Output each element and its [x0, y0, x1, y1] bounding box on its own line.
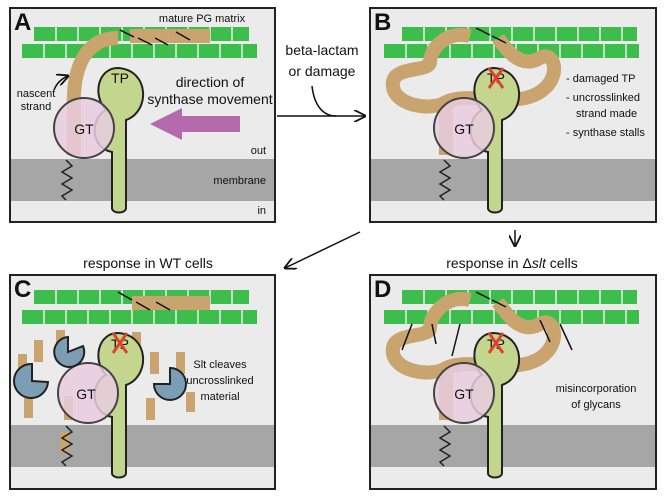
panel-a-gt-label: GT: [74, 121, 94, 137]
panel-b-lipid-anchor: [438, 159, 452, 201]
x-icon: [487, 67, 505, 89]
panel-c-gt-domain: [57, 362, 119, 424]
panel-d-note-1: misincorporation: [556, 383, 637, 395]
panel-b-membrane: [371, 159, 655, 201]
panel-d-lipid-anchor: [438, 425, 452, 467]
panel-a: A mature PG matrix nascent strand direct…: [9, 7, 276, 223]
nascent-label-line-2: strand: [21, 101, 52, 113]
panel-c-title: response in WT cells: [83, 255, 213, 271]
panel-a-gt-domain: [53, 97, 115, 159]
panel-b-note-1: - damaged TP: [566, 73, 636, 85]
panel-d-title: response in Δslt cells: [446, 255, 578, 271]
panel-b: B TP GT - damaged TP - uncrosslinked str…: [369, 7, 657, 223]
nascent-label-line-1: nascent: [17, 88, 56, 100]
panel-b-gt-domain: [433, 97, 495, 159]
panel-d-membrane: [371, 425, 655, 467]
panel-d: response in Δslt cells: [369, 255, 657, 490]
panel-a-membrane: [11, 159, 274, 201]
panel-d-gt-label: GT: [454, 386, 474, 402]
panel-a-tp-stalk: [93, 66, 144, 214]
panel-c-strand-top: [132, 296, 210, 310]
panel-b-letter: B: [374, 9, 391, 36]
panel-c-crosslinks: [117, 291, 171, 311]
panel-d-letter: D: [374, 276, 391, 303]
out-label: out: [251, 145, 266, 157]
panel-a-lipid-anchor: [60, 159, 74, 201]
beta-lactam-label: beta-lactam: [285, 42, 358, 58]
slt-enzyme-3: [152, 366, 187, 401]
panel-c-letter: C: [14, 276, 31, 303]
slt-enzyme-2: [13, 362, 50, 399]
panel-c-gt-label: GT: [76, 386, 96, 402]
pg-matrix-label: mature PG matrix: [159, 13, 246, 25]
panel-d-gt-domain: [433, 362, 495, 424]
panel-c-membrane: [11, 425, 274, 467]
in-label: in: [257, 205, 266, 217]
arrow-to-c: [285, 231, 361, 268]
damage-label: or damage: [289, 63, 356, 79]
x-icon: [487, 332, 505, 354]
panel-b-note-4: - synthase stalls: [566, 127, 645, 139]
panel-c-note-2: uncrosslinked: [186, 375, 253, 387]
slt-enzyme-1: [53, 335, 86, 368]
panel-d-note-2: of glycans: [571, 399, 621, 411]
panel-b-note-2: - uncrosslinked: [566, 92, 640, 104]
panel-a-direction-arrow: [150, 108, 240, 140]
transition-arrows: beta-lactam or damage: [277, 42, 515, 268]
slt-enzyme-icons: [13, 335, 187, 401]
panel-b-note-3: strand made: [576, 108, 637, 120]
panel-c-note-1: Slt cleaves: [193, 359, 247, 371]
panel-a-strand-top: [130, 29, 210, 43]
transition-hook: [311, 85, 337, 117]
direction-label-line-2: synthase movement: [147, 91, 272, 107]
panel-d-misincorporation-links: [401, 291, 573, 357]
panel-b-crosslinks: [475, 27, 507, 44]
membrane-label: membrane: [213, 175, 266, 187]
panel-b-gt-label: GT: [454, 121, 474, 137]
panel-c-note-3: material: [200, 391, 239, 403]
panel-c-lipid-anchor: [60, 425, 74, 467]
panel-a-nascent-pointer: [53, 76, 68, 91]
panel-a-letter: A: [14, 9, 31, 36]
x-icon: [111, 332, 129, 354]
direction-label-line-1: direction of: [176, 74, 245, 90]
panel-a-tp-label: TP: [111, 70, 129, 86]
panel-a-crosslinks: [119, 29, 191, 46]
panel-c: response in WT cells: [9, 255, 276, 490]
